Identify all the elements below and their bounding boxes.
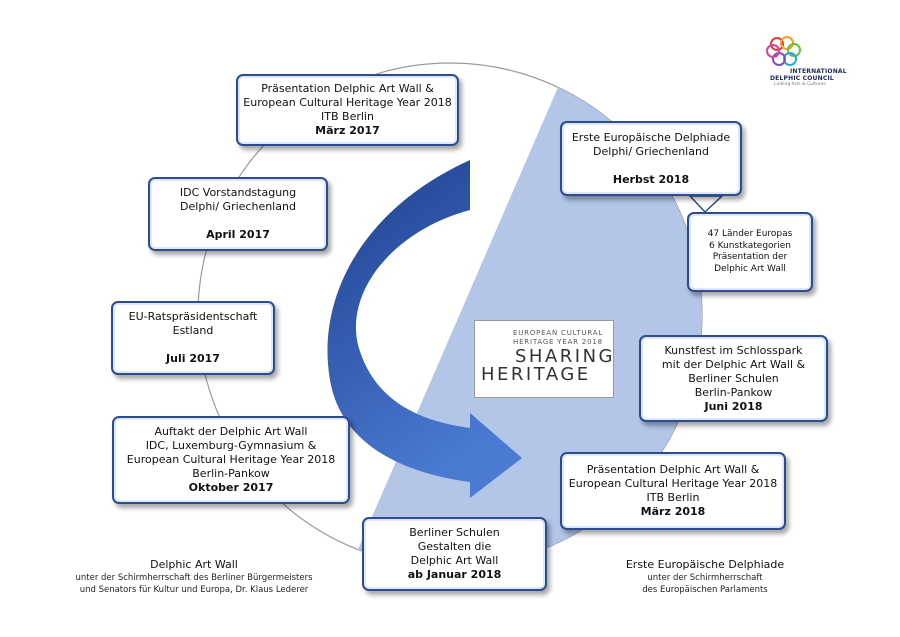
milestone-juni-2018: Kunstfest im Schlosspark mit der Delphic… [639,335,828,422]
milestone-date: Oktober 2017 [188,481,274,494]
milestone-line: Kunstfest im Schlosspark [664,343,803,357]
milestone-line: European Cultural Heritage Year 2018 [568,477,778,490]
milestone-date: März 2018 [640,505,706,518]
progress-arrow [327,160,522,498]
milestone-line: Präsentation Delphic Art Wall & [586,463,760,476]
note-subtitle: unter der Schirmherrschaft [647,573,763,583]
milestone-line: EU-Ratspräsidentschaft [128,310,258,323]
milestone-line: Estland [172,324,214,337]
milestone-januar-2018: Berliner Schulen Gestalten die Delphic A… [362,517,547,591]
note-delphic-art-wall: Delphic Art Wall unter der Schirmherrsch… [70,557,318,596]
milestone-oktober-2017: Auftakt der Delphic Art Wall IDC, Luxemb… [112,416,350,504]
milestone-date: ab Januar 2018 [407,568,502,581]
milestone-line: Berlin-Pankow [192,467,270,480]
milestone-line: IDC, Luxemburg-Gymnasium & [145,439,317,452]
milestone-line: Berlin-Pankow [694,385,773,399]
idc-logo: INTERNATIONAL DELPHIC COUNCIL Linking Ar… [760,36,860,96]
delphiade-callout: 47 Länder Europas 6 Kunstkategorien Präs… [687,212,813,292]
callout-line: 47 Länder Europas [707,229,793,239]
milestone-date: April 2017 [206,228,270,241]
milestone-line: European Cultural Heritage Year 2018 [243,96,452,109]
milestone-line: Delphi/ Griechenland [593,144,709,158]
heritage-logo-subtitle: EUROPEAN CULTURAL HERITAGE YEAR 2018 [513,329,604,346]
milestone-line: IDC Vorstandstagung [179,186,297,199]
milestone-line: Gestalten die [417,540,492,553]
milestone-date: Juli 2017 [166,352,220,365]
sharing-heritage-logo: EUROPEAN CULTURAL HERITAGE YEAR 2018 SHA… [474,320,614,398]
heritage-logo-heritage: HERITAGE [481,364,591,385]
milestone-line: Berliner Schulen [409,526,500,539]
heritage-logo-sharing: SHARING [515,346,616,367]
milestone-juli-2017: EU-Ratspräsidentschaft Estland Juli 2017 [111,301,275,375]
note-subtitle: und Senators für Kultur und Europa, Dr. … [79,585,309,595]
milestone-maerz-2018: Präsentation Delphic Art Wall & European… [560,452,786,530]
callout-line: Delphic Art Wall [714,263,786,274]
callout-line: Präsentation der [712,252,788,262]
milestone-line: European Cultural Heritage Year 2018 [126,453,336,466]
milestone-line: ITB Berlin [321,110,374,123]
milestone-date: Juni 2018 [704,399,763,413]
milestone-maerz-2017: Präsentation Delphic Art Wall & European… [236,74,459,146]
milestone-line: mit der Delphic Art Wall & [661,357,806,371]
note-subtitle: des Europäischen Parlaments [642,585,768,595]
milestone-date: März 2017 [315,124,380,137]
milestone-herbst-2018: Erste Europäische Delphiade Delphi/ Grie… [560,121,742,196]
logo-title: INTERNATIONAL DELPHIC COUNCIL [770,68,847,82]
milestone-line: ITB Berlin [646,491,700,504]
callout-line: 6 Kunstkategorien [709,240,791,251]
milestone-line: Berliner Schulen [688,371,779,385]
note-subtitle: unter der Schirmherrschaft des Berliner … [75,573,313,583]
milestone-line: Delphi/ Griechenland [180,200,296,213]
callout-pointer [688,195,724,214]
milestone-line: Delphic Art Wall [410,554,499,567]
note-title: Erste Europäische Delphiade [625,558,785,571]
milestone-line: Präsentation Delphic Art Wall & [261,82,434,95]
milestone-line: Auftakt der Delphic Art Wall [154,425,308,438]
milestone-april-2017: IDC Vorstandstagung Delphi/ Griechenland… [148,177,328,251]
logo-tagline: Linking Arts & Cultures [774,82,826,87]
note-delphiade: Erste Europäische Delphiade unter der Sc… [620,557,790,596]
note-title: Delphic Art Wall [150,558,238,571]
idc-rings-icon [766,36,801,66]
milestone-line: Erste Europäische Delphiade [571,130,731,144]
milestone-date: Herbst 2018 [612,172,690,186]
